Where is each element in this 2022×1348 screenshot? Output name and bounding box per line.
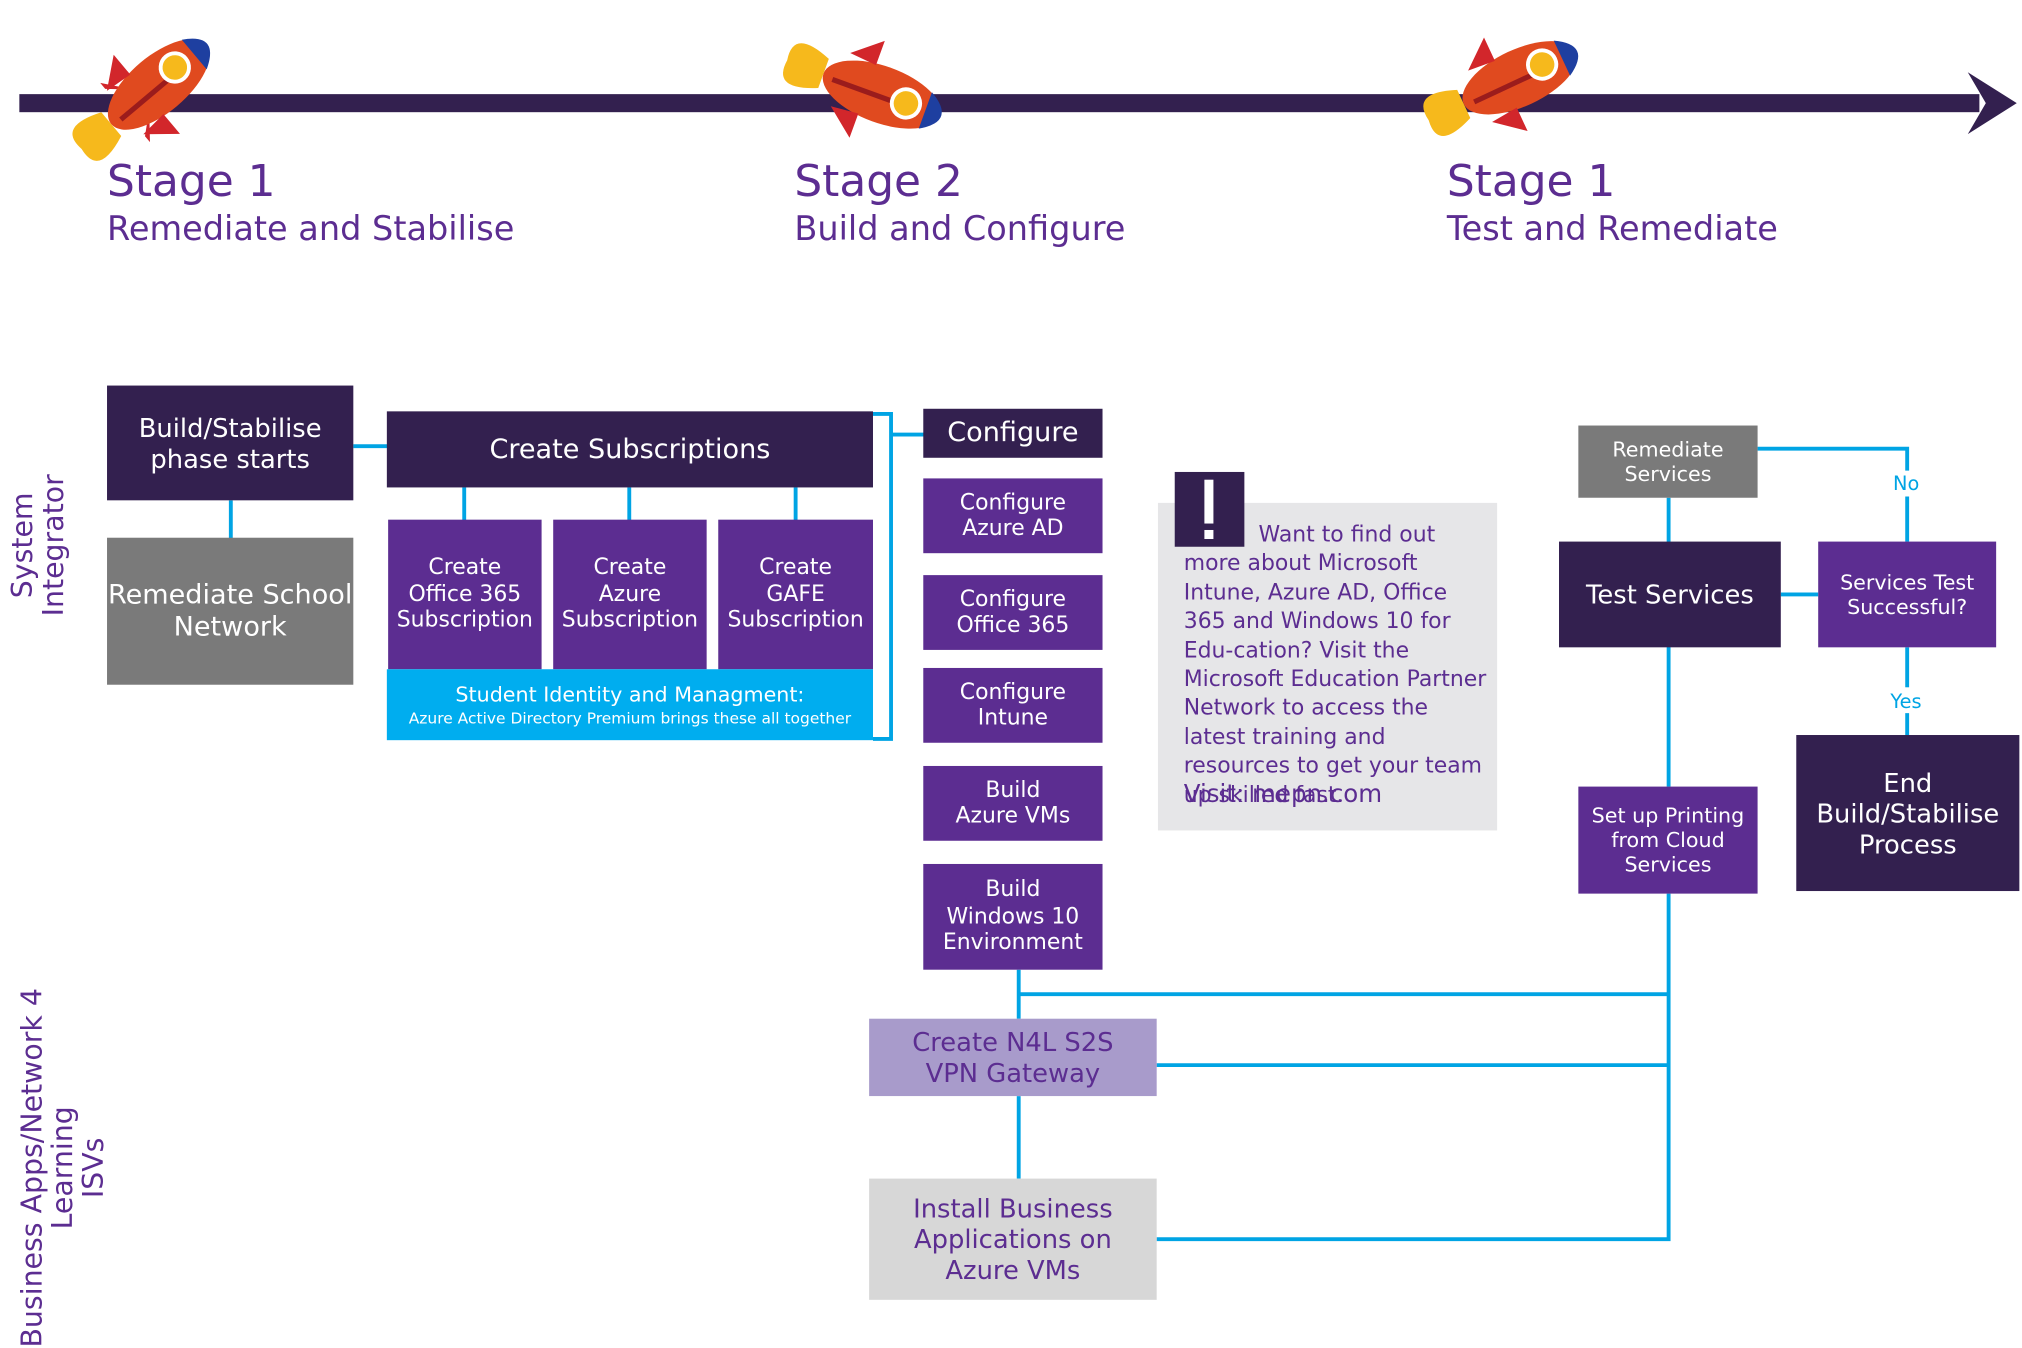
info-note-text: Want to find out more about Microsoft In…: [1183, 522, 1487, 809]
lane-label-business-apps: Business Apps/Network 4 Learning ISVs: [16, 988, 112, 1348]
configure-office365-node: Configure Office 365: [923, 575, 1103, 650]
test-services-node: Test Services: [1559, 541, 1781, 648]
build-start-node: Build/Stabilise phase starts: [107, 385, 354, 501]
rocket-icon: [783, 40, 942, 138]
edge-label-no: No: [1892, 471, 1920, 496]
timeline-bar: [19, 94, 1980, 113]
create-n4l-gateway-node: Create N4L S2S VPN Gateway: [869, 1018, 1157, 1097]
student-identity-title: Student Identity and Managment:: [455, 681, 805, 707]
configure-node: Configure: [923, 408, 1103, 458]
exclamation-icon: [1174, 471, 1245, 547]
stage-title: Stage 1: [107, 156, 276, 208]
remediate-services-node: Remediate Services: [1578, 425, 1758, 498]
stage-title: Stage 2: [794, 156, 963, 208]
connector: [872, 411, 893, 741]
create-subscriptions-node: Create Subscriptions: [386, 411, 873, 488]
create-office365-node: Create Office 365 Subscription: [388, 519, 542, 670]
build-azure-vms-node: Build Azure VMs: [923, 765, 1103, 841]
stage-subtitle: Test and Remediate: [1446, 210, 1778, 249]
printing-node: Set up Printing from Cloud Services: [1578, 786, 1758, 894]
remediate-network-node: Remediate School Network: [107, 537, 354, 685]
configure-azure-ad-node: Configure Azure AD: [923, 478, 1103, 554]
create-gafe-node: Create GAFE Subscription: [718, 519, 873, 670]
info-note-link[interactable]: Visit: mepn.com: [1183, 780, 1383, 809]
end-process-node: End Build/Stabilise Process: [1796, 735, 2020, 892]
edge-label-yes: Yes: [1890, 689, 1922, 714]
build-windows10-node: Build Windows 10 Environment: [923, 863, 1103, 970]
student-identity-subtitle: Azure Active Directory Premium brings th…: [408, 709, 852, 728]
connector: [1757, 446, 1910, 471]
student-identity-banner: Student Identity and Managment: Azure Ac…: [386, 669, 873, 741]
stage-subtitle: Remediate and Stabilise: [107, 210, 515, 249]
connector: [1156, 893, 1671, 1242]
lane-label-system-integrator: System Integrator: [7, 474, 72, 617]
configure-intune-node: Configure Intune: [923, 667, 1103, 743]
stage-title: Stage 1: [1446, 156, 1616, 208]
create-azure-node: Create Azure Subscription: [553, 519, 707, 670]
rocket-icon: [1423, 37, 1579, 136]
install-business-apps-node: Install Business Applications on Azure V…: [869, 1178, 1157, 1300]
services-test-decision: Services Test Successful?: [1818, 541, 1997, 648]
info-note: [1157, 502, 1498, 831]
stage-subtitle: Build and Configure: [794, 210, 1126, 249]
timeline-arrowhead: [1967, 72, 2017, 135]
